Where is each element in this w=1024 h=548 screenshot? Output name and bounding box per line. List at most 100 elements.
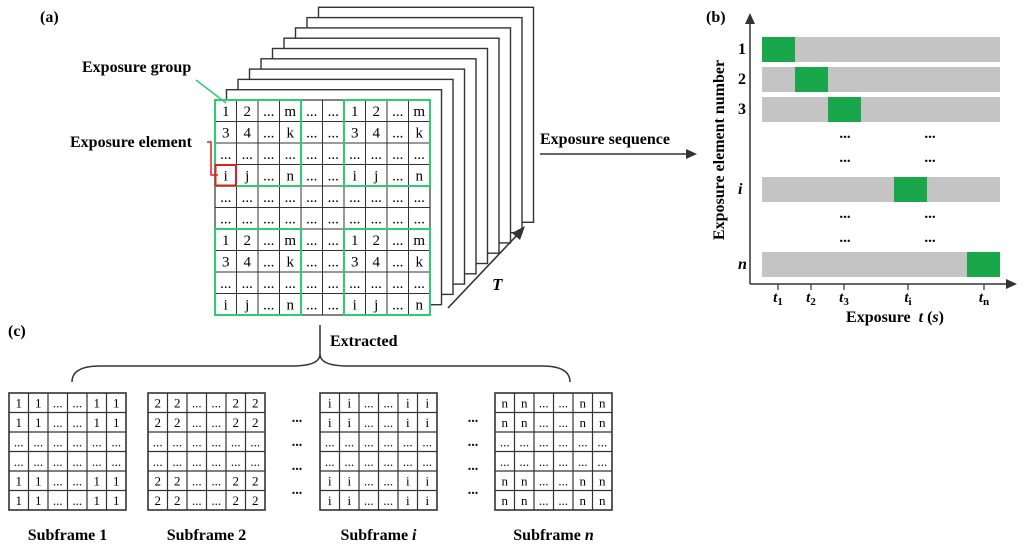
subframe-cell: i — [406, 415, 410, 430]
grid-cell: ... — [328, 297, 339, 313]
subframe-ellipsis: ... — [292, 435, 303, 450]
tick-var: t — [839, 290, 844, 306]
subframe-cell: 2 — [155, 395, 162, 410]
exposure-group-box — [343, 228, 431, 316]
subframe-cell: n — [580, 395, 587, 410]
subframe-cell: 2 — [155, 493, 162, 508]
grid-cell: j — [244, 297, 249, 313]
subframe-cell: n — [521, 473, 528, 488]
subframe-label: Subframe 2 — [167, 527, 247, 544]
subframe-label: Subframe n — [513, 527, 594, 544]
subframe-ellipsis: ... — [468, 411, 479, 426]
subframe-cell: 2 — [155, 415, 162, 430]
subframe-cell: 2 — [174, 493, 181, 508]
subframe-cell: ... — [597, 454, 607, 469]
grid-cell: ... — [285, 211, 296, 227]
x-axis-title-text: Exposure — [846, 309, 911, 326]
row-label: 3 — [738, 101, 746, 118]
subframe-cell: i — [328, 493, 332, 508]
exposure-element-label: Exposure element — [70, 134, 193, 151]
grid-cell: ... — [328, 190, 339, 206]
subframe-cell: ... — [153, 454, 163, 469]
panel-b-label: (b) — [706, 9, 726, 26]
subframe-cell: ... — [364, 493, 374, 508]
tick-sub: n — [983, 296, 989, 308]
ellipsis: ... — [924, 230, 936, 246]
subframe-cell: i — [406, 473, 410, 488]
grid-cell: ... — [328, 147, 339, 163]
subframe-cell: ... — [53, 493, 63, 508]
subframe-cell: ... — [53, 473, 63, 488]
grid-cell: ... — [349, 276, 360, 292]
subframe-cell: n — [502, 395, 509, 410]
subframe-cell: 1 — [16, 415, 23, 430]
ellipsis: ... — [839, 230, 851, 246]
grid-cell: m — [284, 233, 296, 249]
subframe-cell: ... — [72, 454, 82, 469]
subframe-cell: ... — [364, 434, 374, 449]
x-axis-title-variable: t — [919, 309, 924, 326]
x-axis-title-unit-close: ) — [939, 309, 944, 326]
subframe-cell: 1 — [35, 473, 42, 488]
subframe-ellipsis: ... — [292, 459, 303, 474]
grid-cell: ... — [263, 104, 274, 120]
subframe-cell: ... — [192, 434, 202, 449]
row-label: n — [738, 256, 747, 273]
subframe-cell: ... — [403, 434, 413, 449]
subframe-cell: i — [328, 473, 332, 488]
subframe-cell: ... — [53, 415, 63, 430]
x-tick-label: t1 — [773, 290, 783, 308]
subframe-cell: ... — [250, 434, 260, 449]
grid-cell: ... — [285, 276, 296, 292]
grid-cell: ... — [263, 276, 274, 292]
subframe-cell: i — [406, 395, 410, 410]
subframe-cell: n — [599, 415, 606, 430]
row-label: 1 — [738, 41, 746, 58]
subframe-cell: ... — [53, 434, 63, 449]
grid-cell: k — [416, 125, 424, 141]
subframe-cell: ... — [364, 415, 374, 430]
grid-cell: ... — [392, 190, 403, 206]
grid-cell: ... — [306, 125, 317, 141]
subframe-cell: ... — [364, 454, 374, 469]
ellipsis: ... — [839, 126, 851, 142]
subframe-cell: 1 — [113, 415, 120, 430]
subframe-cell: 2 — [174, 415, 181, 430]
subframe-cell: ... — [539, 415, 549, 430]
grid-cell: m — [284, 104, 296, 120]
grid-cell: ... — [392, 233, 403, 249]
x-axis-title-unit-open: ( — [927, 309, 932, 326]
grid-cell: ... — [220, 211, 231, 227]
grid-cell: ... — [414, 147, 425, 163]
grid-cell: ... — [306, 233, 317, 249]
grid-cell: 1 — [351, 233, 359, 249]
exposure-group-box — [214, 99, 302, 187]
grid-cell: ... — [263, 211, 274, 227]
row-label: i — [738, 181, 743, 198]
subframe-cell: 2 — [252, 395, 259, 410]
grid-cell: ... — [328, 254, 339, 270]
subframe-cell: ... — [211, 473, 221, 488]
subframe-cell: i — [425, 473, 429, 488]
grid-cell: ... — [371, 147, 382, 163]
subframe-cell: ... — [383, 395, 393, 410]
subframe-cell: i — [347, 493, 351, 508]
subframe-cell: ... — [558, 473, 568, 488]
x-tick-label: t3 — [839, 290, 849, 308]
grid-cell: ... — [263, 297, 274, 313]
subframe-label-index: 2 — [238, 527, 246, 544]
grid-cell: ... — [392, 276, 403, 292]
subframe-ellipsis: ... — [292, 483, 303, 498]
exposure-bar — [762, 97, 1000, 122]
grid-cell: ... — [328, 276, 339, 292]
subframe-cell: ... — [500, 454, 510, 469]
grid-cell: ... — [242, 276, 253, 292]
tick-var: t — [806, 290, 811, 306]
grid-cell: ... — [263, 168, 274, 184]
subframe-cell: ... — [72, 493, 82, 508]
subframe-label-index: 1 — [99, 527, 107, 544]
grid-cell: ... — [328, 125, 339, 141]
subframe-cell: 1 — [16, 493, 23, 508]
